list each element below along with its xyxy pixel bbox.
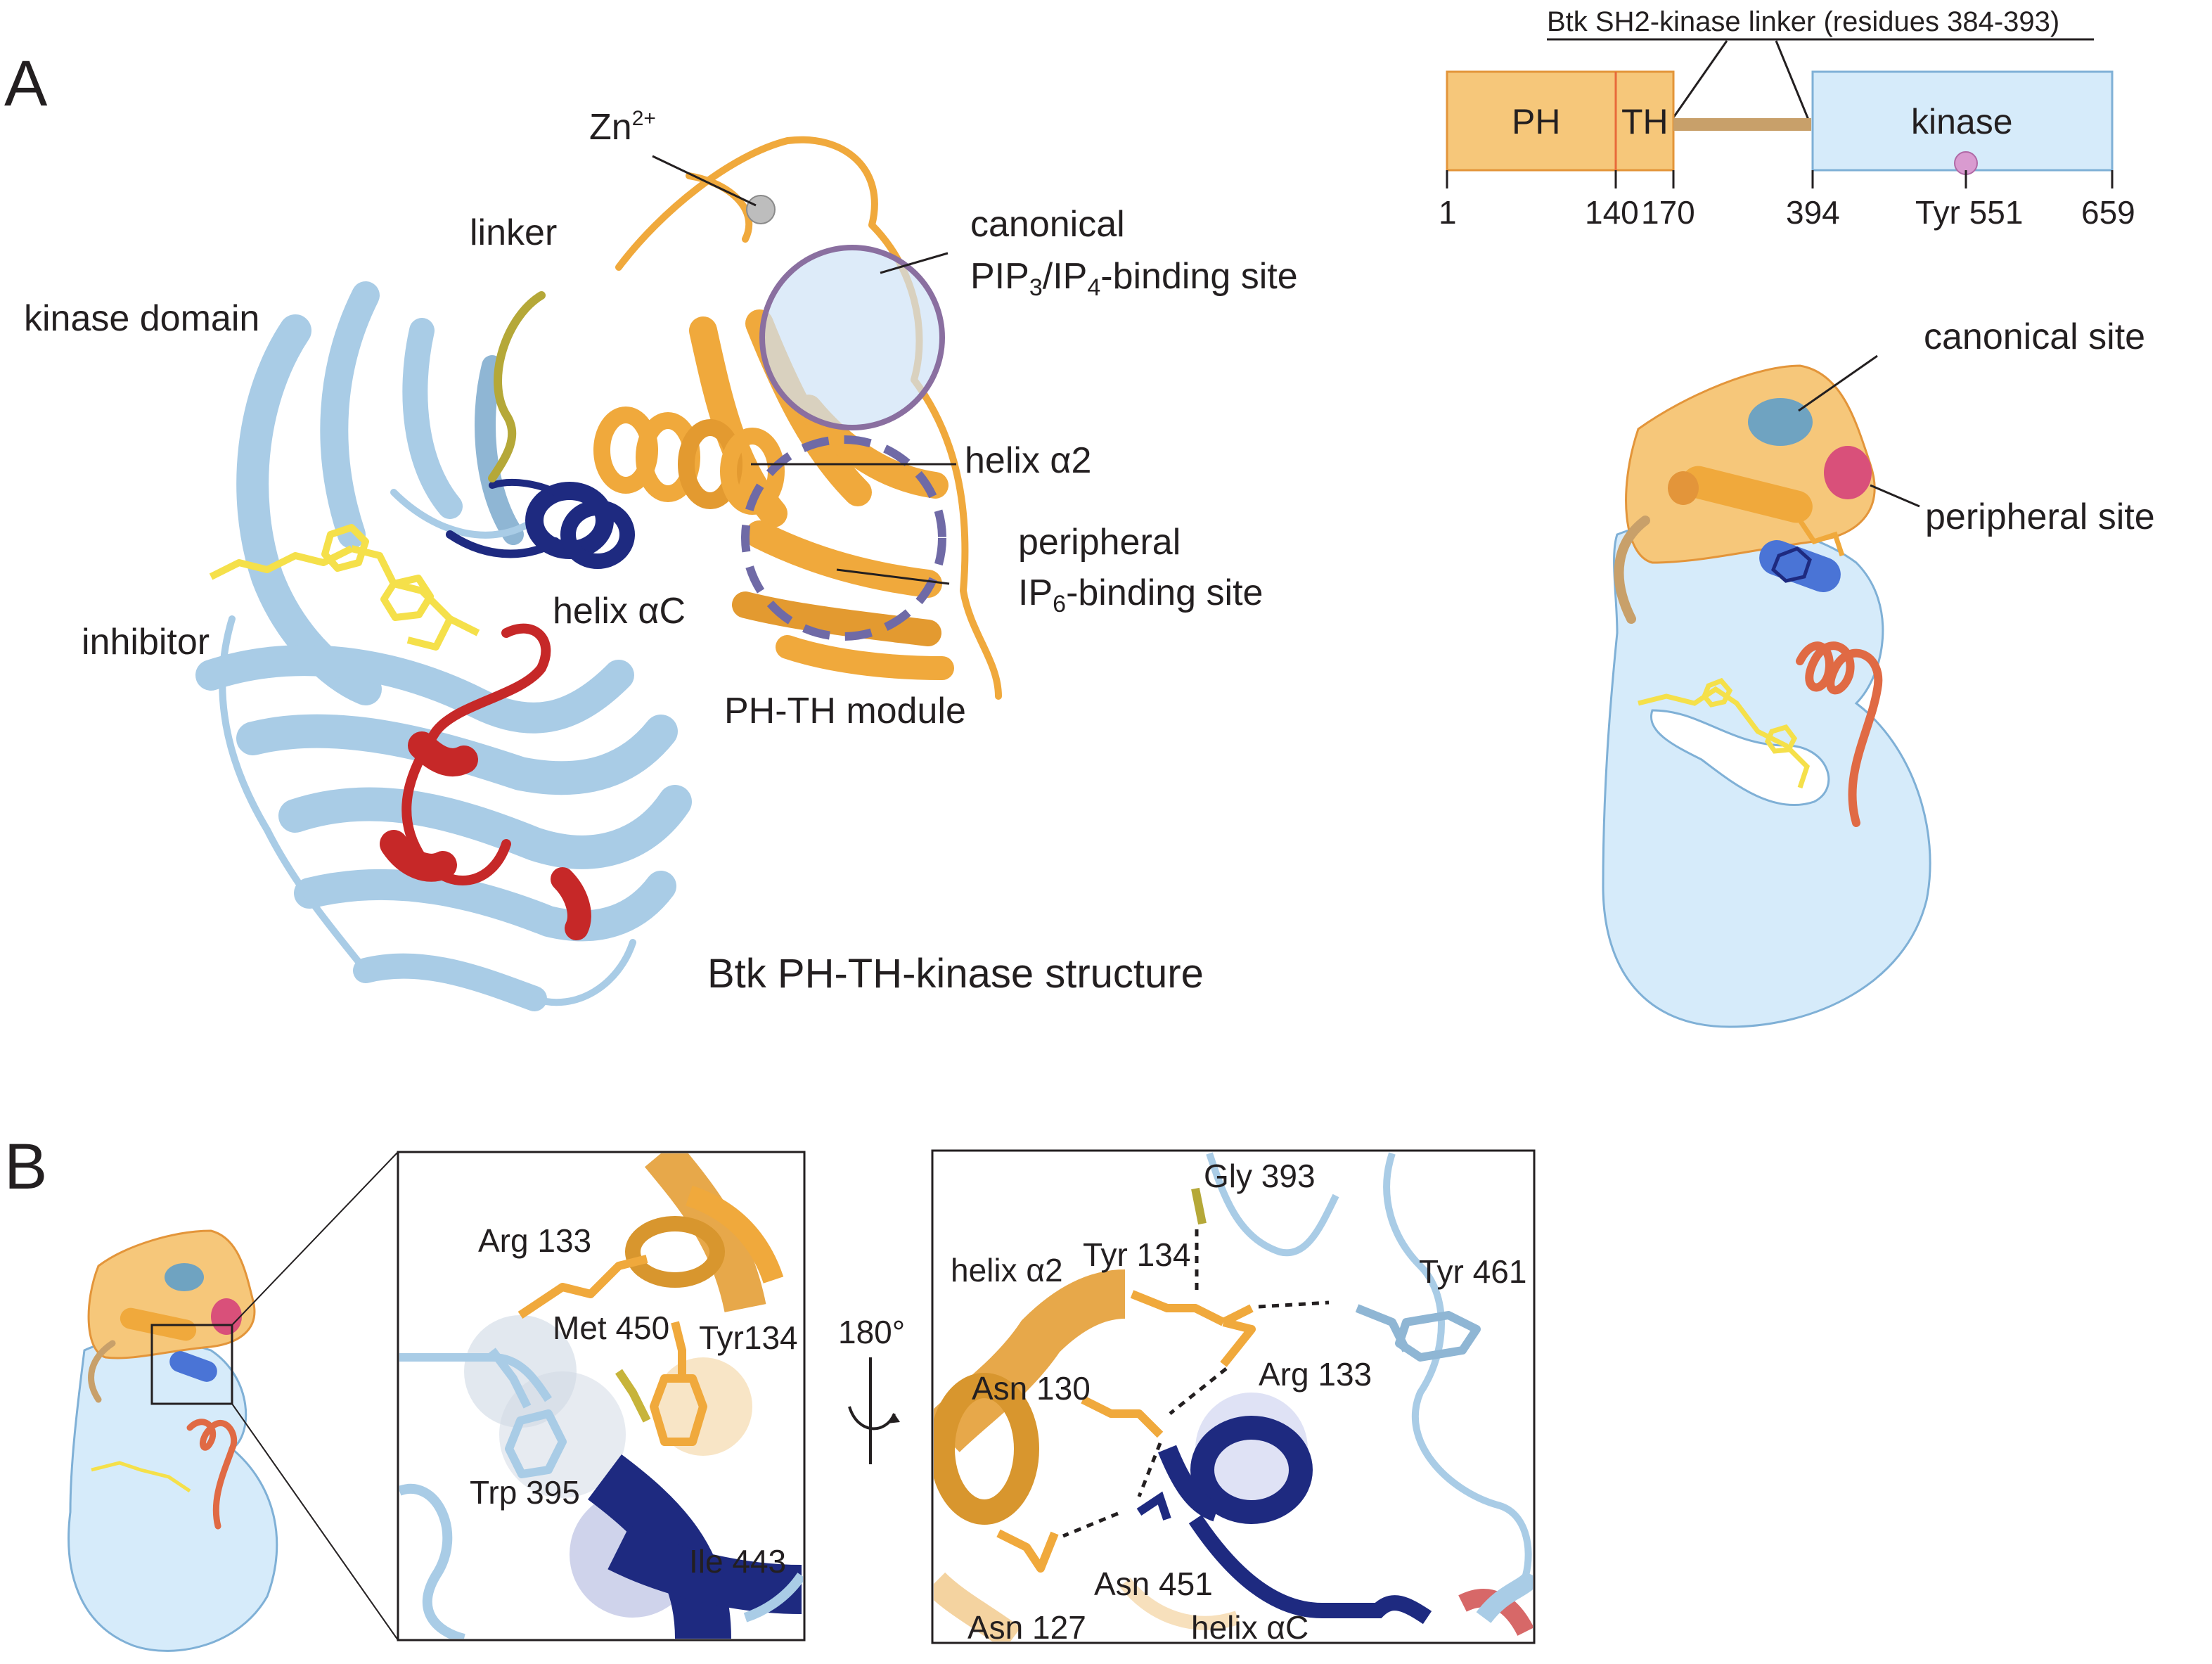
cartoon-schematic-a: canonical site peripheral site [1602, 316, 2155, 1028]
tick-659: 659 [2081, 194, 2135, 231]
cartoon-helix-a2 [1668, 466, 1813, 523]
canonical-site-circle [759, 245, 945, 430]
gly393-label: Gly 393 [1204, 1158, 1316, 1194]
ile443-label: Ile 443 [689, 1543, 786, 1580]
structure-title: Btk PH-TH-kinase structure [707, 951, 1204, 997]
linker-bar [1673, 118, 1811, 131]
zn-sphere [746, 195, 776, 224]
linker-ribbon [488, 291, 546, 482]
peripheral-site-circle [741, 435, 946, 641]
tick-140: 140 [1585, 194, 1639, 231]
peripheral-label-line1: peripheral [1018, 522, 1181, 563]
canonical-label-line2: PIP3/IP4-binding site [970, 256, 1298, 301]
tyr461-label: Tyr 461 [1419, 1253, 1526, 1290]
cartoon-linker [1614, 516, 1650, 624]
rotation-symbol: 180° [838, 1314, 905, 1464]
tyr134-label-right: Tyr 134 [1083, 1236, 1190, 1273]
cartoon-helix-ac [1759, 519, 1845, 592]
canonical-site-leader [1798, 354, 1878, 412]
panel-a-leader-lines [652, 155, 956, 585]
helix-ac-ribbon [446, 478, 635, 569]
tick-394: 394 [1786, 194, 1840, 231]
asn451-label: Asn 451 [1094, 1566, 1213, 1602]
helix-a2-label: helix α2 [965, 440, 1091, 481]
zn-label: Zn2+ [589, 107, 656, 148]
domain-map: Btk SH2-kinase linker (residues 384-393)… [1439, 6, 2135, 231]
cartoon-inhibitor-pocket [1650, 709, 1830, 807]
inhibitor-sticks [209, 524, 480, 651]
linker-label: linker [470, 212, 557, 253]
cartoon-ph-th-lobe [1625, 364, 1876, 564]
peripheral-site-label: peripheral site [1925, 497, 2155, 537]
linker-pointer-right [1775, 40, 1810, 120]
zoom-line-bottom [231, 1403, 399, 1641]
cartoon-inhibitor [1638, 677, 1811, 789]
arg133-label-left: Arg 133 [478, 1222, 591, 1259]
rotation-label: 180° [838, 1314, 905, 1350]
right-inset: Gly 393 Tyr 134 helix α2 Tyr 461 Asn 130… [931, 1149, 1536, 1646]
inhibitor-label: inhibitor [82, 622, 210, 663]
cartoon-peripheral-site [1824, 446, 1872, 499]
tick-170: 170 [1641, 194, 1695, 231]
peripheral-site-leader [1870, 484, 1920, 508]
peripheral-label-line2: IP6-binding site [1018, 572, 1263, 617]
arg133-label-right: Arg 133 [1259, 1356, 1372, 1393]
ph-th-module-label: PH-TH module [724, 691, 966, 731]
kinase-domain-ribbon [195, 281, 692, 1011]
panel-a-letter: A [4, 48, 48, 120]
cartoon-canonical-site [1748, 398, 1813, 446]
kinase-domain-label: kinase domain [24, 298, 259, 339]
helix-a2-label-b: helix α2 [951, 1252, 1063, 1288]
th-domain-label: TH [1621, 102, 1668, 141]
asn130-label: Asn 130 [972, 1370, 1091, 1407]
zoom-line-top [231, 1151, 399, 1326]
tick-tyr551: Tyr 551 [1915, 194, 2023, 231]
ph-domain-label: PH [1512, 102, 1560, 141]
kinase-domain-map-label: kinase [1911, 102, 2013, 141]
met450-label: Met 450 [553, 1310, 669, 1346]
linker-title: Btk SH2-kinase linker (residues 384-393) [1547, 6, 2059, 37]
helix-ac-label: helix αC [553, 591, 686, 632]
canonical-site-label: canonical site [1924, 316, 2145, 357]
tick-1: 1 [1439, 194, 1457, 231]
activation-loop-ribbon [380, 623, 591, 940]
left-inset: Arg 133 Met 450 Tyr134 Trp 395 Ile 443 [397, 1151, 806, 1641]
panel-b-letter: B [4, 1131, 47, 1203]
tyr134-label-left: Tyr134 [699, 1319, 798, 1356]
canonical-label-line1: canonical [970, 204, 1125, 245]
trp395-label: Trp 395 [470, 1474, 580, 1511]
cartoon-activation-loop [1796, 641, 1883, 827]
asn127-label: Asn 127 [967, 1609, 1086, 1646]
cartoon-schematic-b [67, 1229, 278, 1652]
helix-ac-label-b: helix αC [1191, 1609, 1308, 1646]
linker-pointer-left [1671, 40, 1728, 120]
ph-th-domain-box [1446, 70, 1675, 172]
